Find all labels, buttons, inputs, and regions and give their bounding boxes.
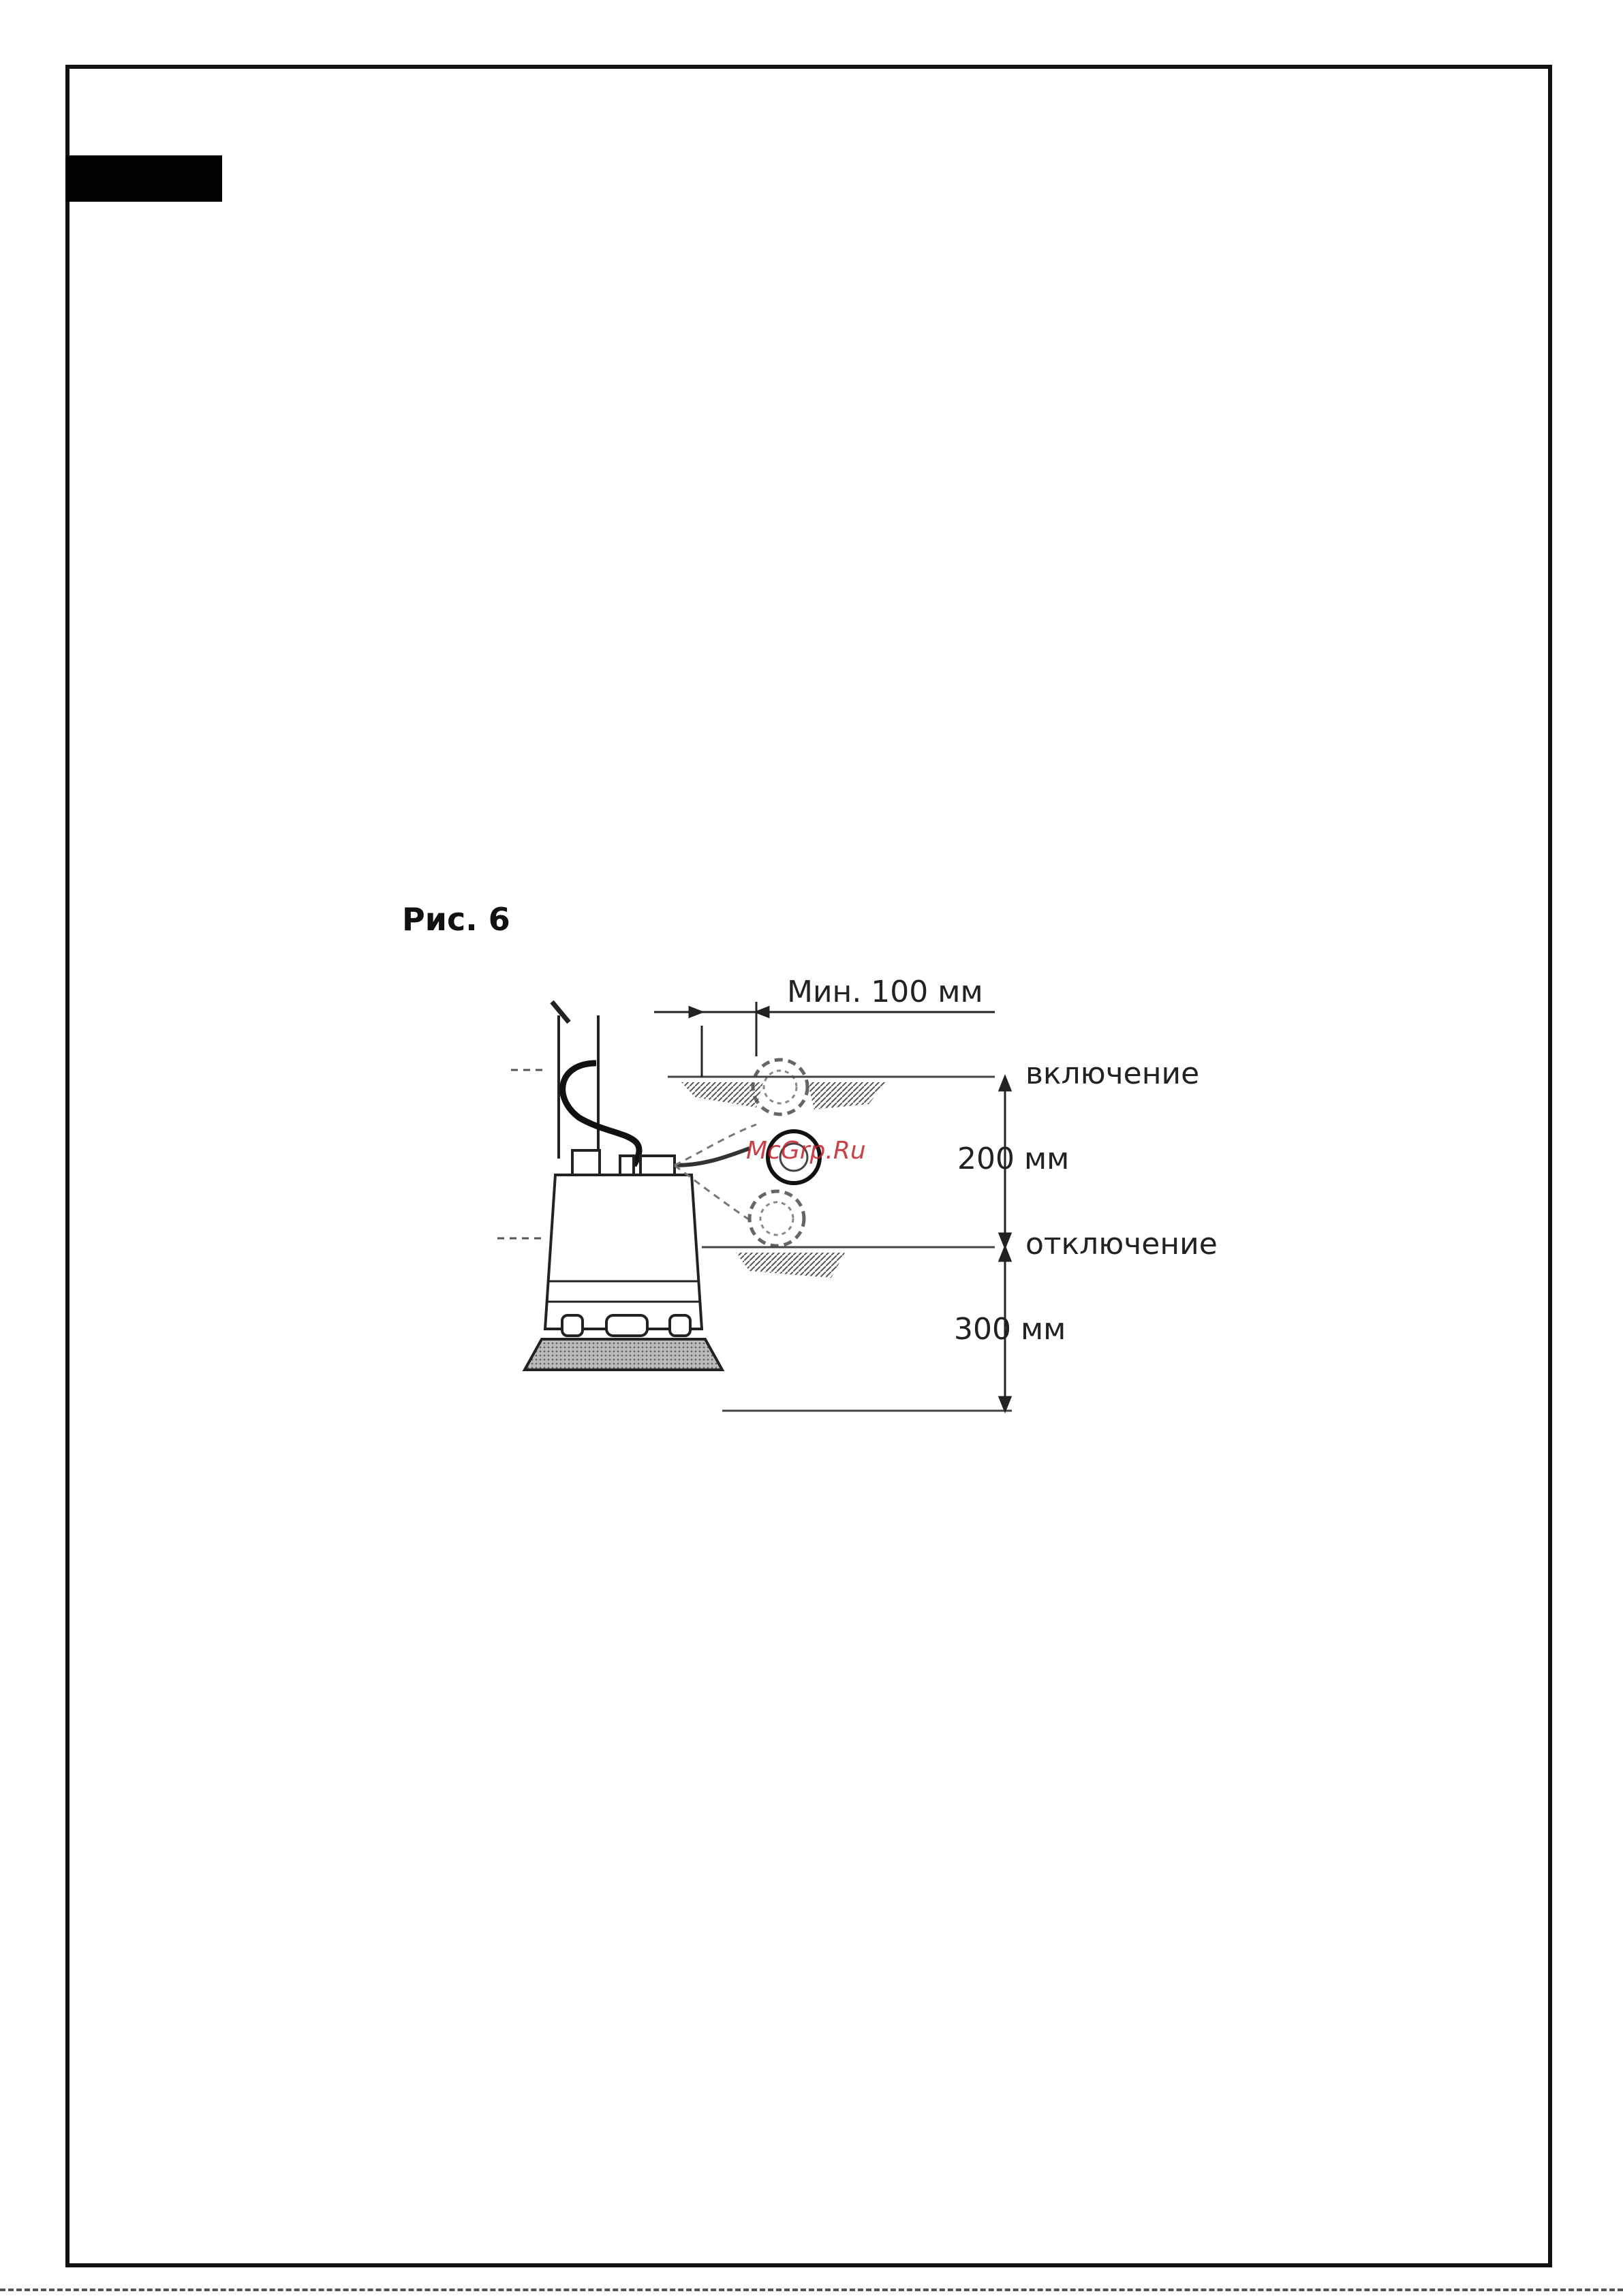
figure-caption: Рис. 6 [402,901,510,938]
section-tab-marker [65,155,222,202]
discharge-pipe [552,1002,598,1159]
pump-float-switch-diagram: Мин. 100 мм включение 200 мм отключение … [477,961,1267,1452]
float-cable [675,1148,749,1165]
pump-base [525,1339,722,1370]
watermark: McGrp.Ru [746,1137,866,1165]
pump-body [525,1150,722,1370]
vertical-dimension [1000,1077,1010,1411]
label-min-distance: Мин. 100 мм [787,975,983,1009]
min-distance-dimension [654,1002,995,1077]
page-bottom-edge [0,2289,1623,2291]
label-switch-on: включение [1025,1056,1199,1091]
float-switch-lower [749,1191,804,1246]
label-range-upper: 200 мм [957,1142,1069,1176]
label-range-lower: 300 мм [954,1312,1066,1347]
water-level-on [511,1070,995,1109]
label-switch-off: отключение [1025,1227,1218,1261]
